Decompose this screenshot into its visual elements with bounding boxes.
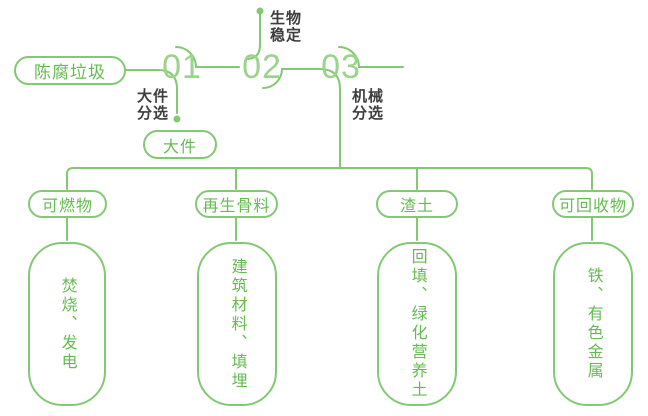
step-01-label: 大件 分选 bbox=[137, 88, 170, 122]
branch-combustibles-pill: 可燃物 bbox=[28, 190, 107, 218]
bulky-items-node: 大件 bbox=[143, 130, 217, 159]
bio-dot bbox=[256, 7, 264, 15]
slag-soil-output-text: 回填、绿化营养土 bbox=[408, 248, 426, 400]
bulky-drop-dot bbox=[173, 115, 181, 123]
step-02-label: 生物 稳定 bbox=[270, 10, 303, 44]
source-node: 陈腐垃圾 bbox=[14, 56, 126, 85]
step-01-number: 01 bbox=[162, 48, 202, 86]
recyclables-output-text: 铁、有色金属 bbox=[584, 267, 602, 381]
branch-recycled-aggregate-pill: 再生骨料 bbox=[195, 190, 278, 218]
recycled-aggregate-output-text: 建筑材料、填埋 bbox=[228, 257, 246, 391]
branch-recycled-aggregate-output-box: 建筑材料、填埋 bbox=[197, 242, 277, 406]
combustibles-output-text: 焚烧、发电 bbox=[58, 276, 76, 372]
branch-recyclables-pill: 可回收物 bbox=[552, 190, 634, 218]
step-03-number: 03 bbox=[321, 48, 361, 86]
branch-slag-soil-pill: 渣土 bbox=[376, 190, 458, 218]
branch-recyclables-output-box: 铁、有色金属 bbox=[553, 242, 633, 406]
branch-slag-soil-output-box: 回填、绿化营养土 bbox=[377, 242, 457, 406]
step-02-number: 02 bbox=[242, 48, 282, 86]
branch-combustibles-output-box: 焚烧、发电 bbox=[28, 242, 106, 406]
step-03-label: 机械 分选 bbox=[352, 88, 385, 122]
